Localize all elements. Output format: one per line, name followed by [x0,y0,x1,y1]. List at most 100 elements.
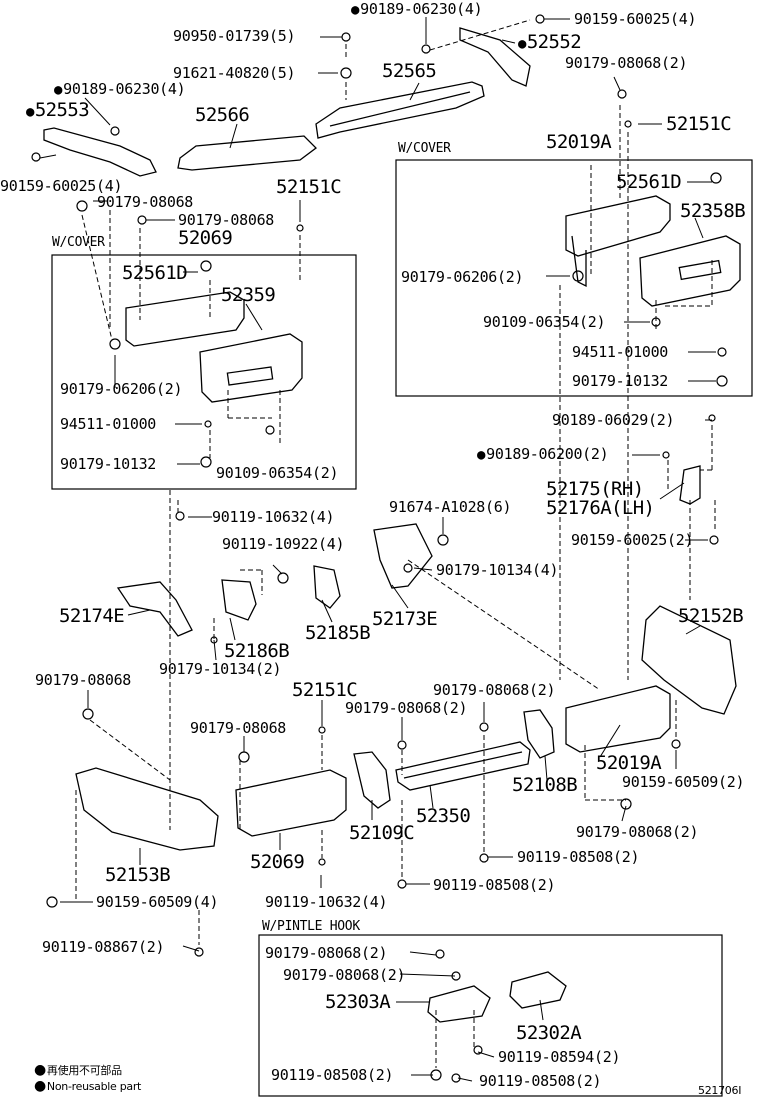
pintle-hook-frame [258,934,723,1097]
fasteners [31,14,728,1083]
part-callout: 52173E [372,608,438,630]
bracket-52552 [459,27,531,87]
part-callout: 52359 [221,284,276,306]
part-callout: 90159-60025(4) [574,10,697,28]
figure-code: 521706I [698,1084,742,1097]
part-callout: 52302A [516,1022,582,1044]
part-callout: 94511-01000 [60,415,157,433]
cover-52153b [75,767,219,851]
bracket-52108b [523,709,555,759]
part-callout: 90179-06206(2) [60,380,183,398]
part-callout: 90119-10922(4) [222,535,345,553]
part-callout: 90179-08068 [35,671,132,689]
part-callout: 90189-06200(2) [477,447,609,463]
part-callout: 90189-06230(4) [351,2,483,18]
part-callout: 90119-08508(2) [433,876,556,894]
bracket-52109c [353,751,391,809]
part-callout: 91621-40820(5) [173,64,296,82]
part-callout: 90179-10132 [572,372,669,390]
part-callout: 52553 [26,101,90,122]
part-callout: 52565 [382,60,437,82]
part-callout: 90179-08068 [97,193,194,211]
bracket-52186b [221,579,257,621]
part-callout: 52566 [195,104,250,126]
part-callout: 90119-10632(4) [212,508,335,526]
part-callout: 90179-08068 [178,211,275,229]
part-callout: 90189-06230(4) [54,82,186,98]
part-callout: 94511-01000 [572,343,669,361]
part-callout: 90179-08068(2) [576,823,699,841]
cover-left-frame [51,254,357,490]
part-callout: 90109-06354(2) [483,313,606,331]
assembly-lines [75,19,716,1068]
group-title: W/COVER [52,235,105,250]
part-callout: 52175(RH) [546,478,644,500]
bracket-52358b [565,195,671,257]
part-callout: 52153B [105,864,171,886]
part-callout: 90159-60025(4) [0,177,123,195]
part-callout: 52151C [666,113,732,135]
part-callout: 52019A [546,131,612,153]
legend-nonreusable-en: Non-reusable part [34,1081,141,1092]
part-callout: 90179-08068(2) [565,54,688,72]
part-callout: 52358B [680,200,746,222]
part-callout: 52186B [224,640,290,662]
part-callout: 52185B [305,622,371,644]
part-callout: 52069 [250,851,305,873]
part-callout: 52303A [325,991,391,1013]
cover-52152b [641,605,737,715]
part-callout: 90159-60025(2) [571,531,694,549]
cover-52565 [315,81,485,139]
group-title: W/COVER [398,141,451,156]
part-shapes [43,27,741,1023]
part-callout: 52561D [616,171,682,193]
part-callout: 52151C [292,679,358,701]
part-callout: 52552 [518,33,582,54]
part-callout: 90179-08068(2) [265,944,388,962]
part-callout: 90179-06206(2) [401,268,524,286]
part-callout: 52561D [122,262,188,284]
part-callout: 52108B [512,774,578,796]
part-callout: 90119-08594(2) [498,1048,621,1066]
part-callout: 90179-10134(4) [436,561,559,579]
part-callout: 52109C [349,822,415,844]
cover-52566 [177,135,317,171]
bracket-52175 [679,465,701,505]
part-callout: 52174E [59,605,125,627]
legend-nonreusable-jp: 再使用不可部品 [34,1065,122,1076]
part-callout: 52069 [178,227,233,249]
part-callout: 52350 [416,805,471,827]
part-callout: 90109-06354(2) [216,464,339,482]
step-52350 [395,741,531,791]
leader-lines [39,17,716,1082]
part-callout: 90119-08508(2) [479,1072,602,1090]
part-callout: 90950-01739(5) [173,27,296,45]
part-callout: 90159-60509(4) [96,893,219,911]
part-callout: 91674-A1028(6) [389,498,512,516]
pintle-52303a [427,985,491,1023]
pintle-52302a [509,971,567,1009]
part-callout: 90179-10132 [60,455,157,473]
bracket-52019a [565,685,671,753]
part-callout: 52176A(LH) [546,497,655,519]
part-callout: 90179-08068 [190,719,287,737]
part-callout: 90179-10134(2) [159,660,282,678]
bracket-52185b [313,565,341,609]
part-callout: 52019A [596,752,662,774]
bracket-52359 [125,291,245,347]
bracket-52069 [235,769,347,837]
part-callout: 90119-08508(2) [517,848,640,866]
cover-right-frame [395,159,753,397]
part-callout: 52152B [678,605,744,627]
part-callout: 52151C [276,176,342,198]
group-title: W/PINTLE HOOK [262,919,360,934]
part-callout: 90179-08068(2) [345,699,468,717]
bracket-52173e [373,523,433,589]
part-callout: 90179-08068(2) [433,681,556,699]
part-callout: 90189-06029(2) [552,411,675,429]
part-callout: 90119-10632(4) [265,893,388,911]
part-callout: 90119-08508(2) [271,1066,394,1084]
part-callout: 90119-08867(2) [42,938,165,956]
